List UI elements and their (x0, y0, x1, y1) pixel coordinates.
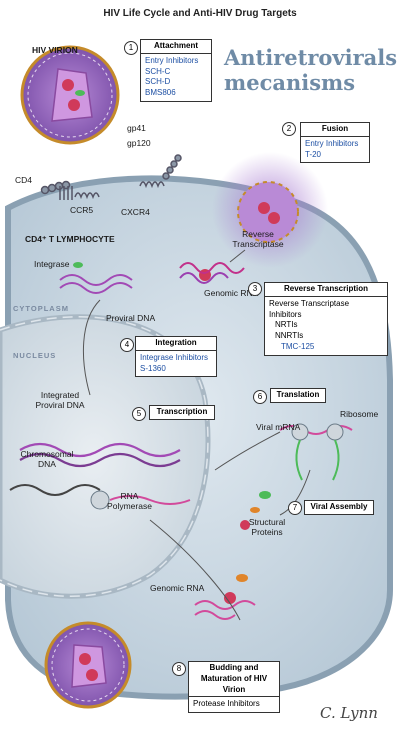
ribosome-b (326, 423, 344, 441)
structural-proteins (224, 491, 271, 604)
step-3-title: Reverse Transcription (265, 283, 387, 297)
label-rna-polymerase: RNA Polymerase (107, 491, 152, 511)
label-cd4: CD4 (15, 175, 33, 185)
step-7-viral-assembly-box: Viral Assembly (304, 500, 374, 515)
chromosomal-dna (9, 484, 101, 496)
label-structural-proteins: Structural Proteins (248, 517, 286, 537)
step-2-title: Fusion (301, 123, 369, 137)
cxcr4-receptor (139, 154, 182, 189)
label-genomic-rna-2: Genomic RNA (150, 583, 205, 593)
overlay-line-2: mecanisms (224, 70, 356, 95)
step-6-number: 6 (253, 390, 267, 404)
step-2-item-1: Entry Inhibitors (305, 138, 359, 148)
integrated-dna (19, 442, 181, 458)
label-cxcr4: CXCR4 (121, 207, 150, 217)
rna-polymerase (90, 490, 110, 510)
step-3-item-3: NNRTIs (275, 331, 304, 341)
step-1-title: Attachment (141, 40, 211, 54)
step-8-number: 8 (172, 662, 186, 676)
artist-signature: C. Lynn (320, 704, 378, 722)
step-1-item-3: SCH-D (145, 77, 171, 87)
step-4-title: Integration (136, 337, 216, 351)
step-3-number: 3 (248, 282, 262, 296)
proviral-dna-strand (59, 274, 133, 294)
label-gp41: gp41 (127, 123, 146, 133)
step-5-transcription-box: Transcription (149, 405, 215, 420)
step-2-number: 2 (282, 122, 296, 136)
step-4-item-2: S-1360 (140, 363, 166, 373)
step-4-item-1: Integrase Inhibitors (140, 352, 209, 362)
step-2-fusion-box: Fusion Entry Inhibitors T-20 (300, 122, 370, 164)
step-4-integration-box: Integration Integrase Inhibitors S-1360 (135, 336, 217, 378)
step-3-reverse-transcription-box: Reverse Transcription Reverse Transcript… (264, 282, 388, 356)
integrase-protein (73, 262, 83, 268)
label-cytoplasm: CYTOPLASM (13, 304, 69, 313)
step-8-budding-box: Budding and Maturation of HIV Virion Pro… (188, 661, 280, 714)
label-ccr5: CCR5 (70, 205, 94, 215)
label-gp120: gp120 (127, 138, 151, 148)
reverse-transcriptase-complex (179, 262, 245, 284)
ccr5-receptor (74, 192, 100, 200)
step-6-translation-box: Translation (270, 388, 326, 403)
step-6-title: Translation (271, 389, 325, 402)
label-hiv-virion: HIV VIRION (32, 45, 78, 55)
step-5-number: 5 (132, 407, 146, 421)
hiv-virion-free (20, 45, 120, 145)
step-3-item-2: NRTIs (275, 320, 298, 330)
step-1-attachment-box: Attachment Entry Inhibitors SCH-C SCH-D … (140, 39, 212, 102)
step-8-title: Budding and Maturation of HIV Virion (189, 662, 279, 698)
step-1-item-4: BMS806 (145, 88, 176, 98)
label-reverse-transcriptase: Reverse Transcriptase (232, 229, 284, 249)
label-chromosomal-dna: Chromosomal DNA (20, 449, 74, 469)
step-1-number: 1 (124, 41, 138, 55)
hiv-virion-budding (44, 621, 132, 709)
label-integrated-proviral-dna: Integrated Proviral DNA (35, 390, 85, 410)
step-7-title: Viral Assembly (305, 501, 373, 514)
step-1-item-1: Entry Inhibitors (145, 55, 199, 65)
step-4-number: 4 (120, 338, 134, 352)
step-3-item-4: TMC-125 (281, 341, 315, 351)
label-genomic-rna: Genomic RNA (204, 288, 259, 298)
cd4-receptor (40, 180, 73, 200)
label-proviral-dna: Proviral DNA (106, 313, 156, 323)
step-2-item-2: T-20 (305, 149, 322, 159)
overlay-line-1: Antiretrovirals (224, 45, 398, 70)
label-integrase: Integrase (34, 259, 70, 269)
label-nucleus: NUCLEUS (13, 351, 57, 360)
label-ribosome: Ribosome (340, 409, 379, 419)
step-7-number: 7 (288, 501, 302, 515)
hiv-virion-fusing (237, 181, 299, 243)
step-1-item-2: SCH-C (145, 66, 171, 76)
step-3-item-1: Reverse Transcriptase Inhibitors (269, 298, 350, 319)
label-cd4-lymphocyte: CD4⁺ T LYMPHOCYTE (25, 234, 115, 244)
step-5-title: Transcription (150, 406, 214, 419)
page-title: HIV Life Cycle and Anti-HIV Drug Targets (103, 8, 297, 19)
step-8-item-1: Protease Inhibitors (193, 699, 260, 709)
genomic-rna-strands (194, 600, 256, 620)
label-viral-mrna: Viral mRNA (256, 422, 301, 432)
